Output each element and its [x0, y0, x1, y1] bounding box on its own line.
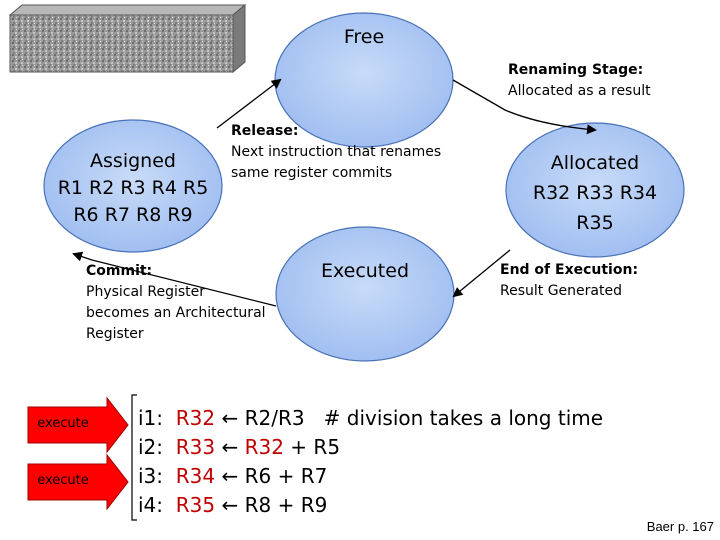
state-assigned-registers-1: R1 R2 R3 R4 R5: [57, 177, 209, 199]
commit-line-1: Physical Register: [86, 284, 206, 300]
execute-arrow-1-shape: [27, 396, 129, 454]
state-allocated-title: Allocated: [550, 152, 640, 174]
execute-arrow-2-shape: [27, 453, 129, 511]
source-operands: R2/R3: [244, 406, 305, 430]
source-credit: Baer p. 167: [646, 519, 714, 534]
source-operands: R6 + R7: [244, 464, 328, 488]
dest-register: R34: [175, 464, 216, 488]
renaming-heading: Renaming Stage:: [508, 62, 644, 78]
instruction-id: i1:: [138, 406, 164, 430]
end-of-execution-arrow: [452, 249, 511, 298]
release-note: Release: Next instruction that renames s…: [231, 121, 471, 184]
release-arrow: [216, 78, 282, 129]
instruction-id: i4:: [138, 493, 164, 517]
instruction-comment: # division takes a long time: [323, 406, 604, 430]
assign-arrow: ←: [221, 406, 239, 430]
assign-arrow: ←: [221, 435, 239, 459]
commit-note: Commit: Physical Register becomes an Arc…: [86, 261, 286, 345]
renaming-text: Allocated as a result: [508, 83, 651, 99]
source-operands: R8 + R9: [244, 493, 328, 517]
granite-block-icon: [8, 3, 247, 74]
end-of-execution-note: End of Execution: Result Generated: [500, 260, 700, 302]
dest-register: R33: [175, 435, 216, 459]
commit-heading: Commit:: [86, 263, 153, 279]
release-heading: Release:: [231, 123, 299, 139]
state-free-title: Free: [343, 26, 385, 48]
state-allocated-registers-1: R32 R33 R34: [532, 182, 658, 204]
state-allocated-registers-2: R35: [576, 212, 614, 234]
instruction-row-3: i3: R34 ← R6 + R7: [138, 462, 603, 491]
commit-line-3: Register: [86, 326, 144, 342]
instruction-row-1: i1: R32 ← R2/R3 # division takes a long …: [138, 404, 603, 433]
state-assigned-registers-2: R6 R7 R8 R9: [73, 204, 193, 226]
assign-arrow: ←: [221, 493, 239, 517]
end-of-execution-text: Result Generated: [500, 283, 622, 299]
state-assigned-ellipse: [43, 119, 223, 253]
state-allocated-label: Allocated R32 R33 R34 R35: [497, 148, 693, 238]
instruction-id: i3:: [138, 464, 164, 488]
commit-arrow: [72, 251, 277, 307]
state-allocated-ellipse: [505, 122, 685, 258]
state-executed-ellipse: [275, 226, 455, 362]
commit-line-2: becomes an Architectural: [86, 305, 266, 321]
renaming-note: Renaming Stage: Allocated as a result: [508, 60, 708, 102]
instruction-listing: i1: R32 ← R2/R3 # division takes a long …: [138, 404, 603, 520]
release-line-2: same register commits: [231, 165, 393, 181]
instruction-row-2: i2: R33 ← R32 + R5: [138, 433, 603, 462]
execute-arrow-1-label: execute: [37, 416, 89, 431]
source-register-renamed: R32: [244, 435, 284, 459]
state-executed-title: Executed: [320, 260, 410, 282]
instruction-id: i2:: [138, 435, 164, 459]
code-bracket: [131, 394, 137, 521]
source-operands: + R5: [283, 435, 341, 459]
dest-register: R32: [175, 406, 216, 430]
end-of-execution-heading: End of Execution:: [500, 262, 639, 278]
assign-arrow: ←: [221, 464, 239, 488]
state-assigned-label: Assigned R1 R2 R3 R4 R5 R6 R7 R8 R9: [40, 148, 226, 229]
instruction-row-4: i4: R35 ← R8 + R9: [138, 491, 603, 520]
state-assigned-title: Assigned: [90, 150, 176, 172]
release-line-1: Next instruction that renames: [231, 144, 442, 160]
dest-register: R35: [175, 493, 216, 517]
renaming-arrow: [452, 79, 597, 135]
execute-arrow-2-label: execute: [37, 473, 89, 488]
